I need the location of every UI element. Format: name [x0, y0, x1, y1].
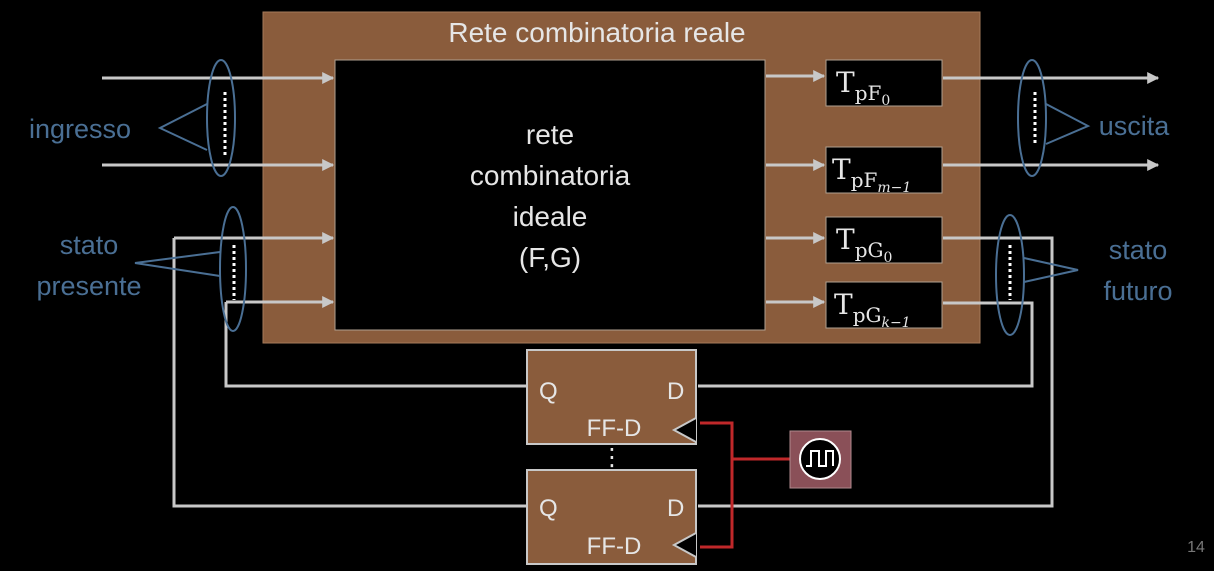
present-state-brace-pointer: [134, 251, 221, 277]
present-state-label-2: presente: [36, 271, 141, 301]
input-brace-pointer: [157, 103, 208, 151]
flipflop-bottom-name: FF-D: [587, 533, 642, 560]
next-state-wire-last: [698, 301, 1034, 388]
present-state-brace-ellipse: [219, 206, 247, 332]
clock-pulse-icon: [789, 430, 852, 489]
delay-box-0: TpF0: [825, 59, 943, 109]
page-number: 14: [1187, 539, 1205, 556]
delay-box-2: TpG0: [825, 216, 943, 266]
next-state-label-1: stato: [1109, 235, 1168, 265]
flipflop-top-q: Q: [539, 378, 558, 405]
flipflop-top-name: FF-D: [587, 415, 642, 442]
output-brace-pointer: [1045, 103, 1091, 145]
ideal-network-line-3: ideale: [513, 201, 588, 232]
ideal-network-line-1: rete: [526, 119, 574, 150]
flipflop-top-d: D: [667, 378, 684, 405]
present-state-label-1: stato: [60, 230, 119, 260]
svg-text:TpFm−1: TpFm−1: [832, 153, 911, 196]
present-state-wire-last: [224, 302, 527, 388]
svg-text:TpGk−1: TpGk−1: [834, 288, 911, 331]
ideal-network-box: [334, 59, 766, 331]
flipflop-top: Q D FF-D: [526, 349, 697, 445]
clock-wire-top: [700, 421, 734, 549]
present-state-wire-first: [172, 238, 527, 508]
output-label: uscita: [1099, 111, 1171, 141]
svg-text:TpG0: TpG0: [836, 223, 892, 266]
next-state-wire-first: [698, 236, 1054, 508]
input-brace-ellipse: [206, 59, 236, 177]
delay-box-3: TpGk−1: [825, 281, 943, 331]
ideal-network-line-2: combinatoria: [470, 160, 631, 191]
svg-text:TpF0: TpF0: [836, 66, 890, 109]
flipflop-bottom: Q D FF-D: [526, 469, 697, 565]
flipflop-bottom-q: Q: [539, 495, 558, 522]
real-network-title: Rete combinatoria reale: [448, 17, 745, 48]
ideal-network-line-4: (F,G): [519, 242, 581, 273]
input-label: ingresso: [29, 114, 131, 144]
next-state-label-2: futuro: [1103, 276, 1172, 306]
output-brace-ellipse: [1017, 59, 1047, 177]
next-state-brace-ellipse: [995, 214, 1025, 336]
flipflop-ellipsis: ⋮: [600, 444, 624, 471]
flipflop-bottom-d: D: [667, 495, 684, 522]
delay-box-1: TpFm−1: [825, 146, 943, 196]
next-state-brace-pointer: [1023, 257, 1079, 283]
